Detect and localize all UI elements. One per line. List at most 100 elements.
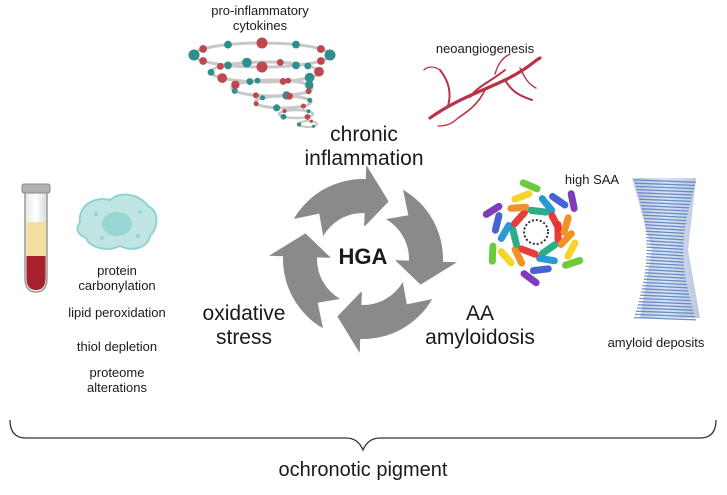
fibril-strand: [635, 185, 695, 190]
cytokine-dot: [224, 40, 232, 49]
high-saa-label: high SAA: [564, 172, 620, 187]
cytokine-dot: [253, 101, 259, 107]
protein-helix: [497, 222, 513, 242]
fibril-strand: [646, 252, 684, 257]
fibril-strand: [645, 230, 685, 235]
cytokine-dot: [304, 114, 311, 120]
fibril-strand: [634, 182, 696, 187]
cytokine-dot: [260, 95, 266, 101]
cytokine-tornado-icon: [188, 37, 336, 128]
cytokine-dot: [276, 58, 284, 66]
cytokine-dot: [316, 57, 325, 65]
fibril-strand: [644, 220, 686, 225]
fibril-strand: [646, 236, 684, 241]
cytokine-dot: [199, 45, 208, 53]
cell-icon: [76, 193, 158, 250]
fibril-strand: [640, 294, 690, 299]
fibril-strand: [642, 284, 688, 289]
fibril-strand: [646, 249, 684, 254]
blood-vessels-icon: [423, 53, 542, 127]
cytokine-dot: [224, 61, 232, 70]
cytokine-dot: [273, 104, 281, 112]
fibril-strand: [646, 240, 684, 244]
fibril-strand: [636, 188, 694, 193]
fibril-strand: [637, 192, 693, 196]
blood-tube-icon: [21, 183, 51, 293]
cytokine-dot: [252, 92, 259, 99]
cytokine-dot: [324, 49, 336, 61]
cytokine-dot: [304, 62, 312, 70]
fibril-strand: [646, 246, 684, 251]
protein-helix: [549, 192, 569, 209]
cytokine-dot: [311, 124, 316, 128]
cytokine-dot: [296, 122, 302, 127]
lipid-peroxidation-label: lipid peroxidation: [68, 305, 166, 320]
fibril-strand: [641, 288, 689, 292]
aa-amyloidosis-label: AA amyloidosis: [425, 302, 535, 349]
protein-helix: [511, 209, 529, 228]
cytokine-dot: [242, 57, 252, 68]
fibril-strand: [644, 224, 686, 228]
protein-helix: [491, 212, 503, 234]
protein-helix: [567, 190, 578, 212]
cytokine-dot: [307, 97, 313, 103]
cycle-center: [330, 226, 396, 292]
cytokine-dot: [305, 88, 312, 95]
fibril-strand: [645, 233, 685, 238]
protein-carbonylation-label: protein carbonylation: [78, 263, 156, 293]
fibril-strand: [636, 307, 694, 311]
fibril-strand: [635, 310, 695, 315]
fibril-strand: [645, 262, 685, 267]
fibril-strand: [643, 281, 687, 286]
cytokine-dot: [306, 109, 311, 114]
protein-helix: [538, 241, 559, 257]
amyloid-fibril-icon: [632, 178, 700, 321]
cytokine-dot: [292, 61, 300, 70]
cytokine-dot: [305, 80, 314, 90]
fibril-strand: [634, 316, 696, 321]
saa-protein-icon: [482, 179, 584, 287]
protein-helix: [497, 248, 515, 267]
oxidative-stress-label: oxidative stress: [202, 302, 286, 349]
fibril-strand: [644, 275, 686, 279]
protein-helix: [517, 245, 539, 258]
cytokine-dot: [256, 37, 268, 49]
cytokine-dot: [231, 80, 240, 89]
cytokine-dot: [282, 109, 287, 114]
bottom-brace: [9, 419, 717, 452]
fibril-strand: [635, 313, 695, 318]
cycle-arrow-1: [293, 165, 389, 236]
protein-helix: [536, 254, 558, 265]
fibril-strand: [638, 195, 692, 199]
fibril-strand: [638, 300, 692, 305]
cytokine-dot: [216, 62, 224, 70]
protein-helix: [482, 202, 503, 218]
protein-helix: [519, 179, 541, 193]
protein-helix: [538, 195, 556, 214]
proteome-alterations-label: proteome alterations: [87, 365, 147, 395]
fibril-strand: [633, 179, 697, 183]
cytokine-dot: [246, 78, 254, 86]
cytokine-dot: [207, 68, 215, 76]
protein-helix: [511, 245, 526, 267]
fibril-strand: [643, 214, 687, 219]
fibril-strand: [643, 278, 687, 283]
ochronotic-pigment-label: ochronotic pigment: [278, 459, 448, 481]
cytokine-dot: [254, 77, 261, 84]
protein-helix: [548, 212, 563, 233]
protein-helix: [527, 206, 550, 216]
cytokine-dot: [314, 66, 324, 77]
protein-helix: [564, 239, 579, 260]
cytokine-dot: [285, 77, 292, 84]
fibril-strand: [642, 211, 688, 215]
fibril-strand: [641, 208, 689, 212]
neoangiogenesis-label: neoangiogenesis: [435, 41, 535, 56]
protein-helix: [560, 214, 572, 236]
protein-helix: [511, 190, 533, 203]
cytokine-dot: [188, 49, 200, 61]
fibril-strand: [637, 304, 693, 308]
protein-helix: [488, 242, 497, 265]
fibril-strand: [646, 243, 684, 247]
fibril-strand: [639, 198, 691, 203]
